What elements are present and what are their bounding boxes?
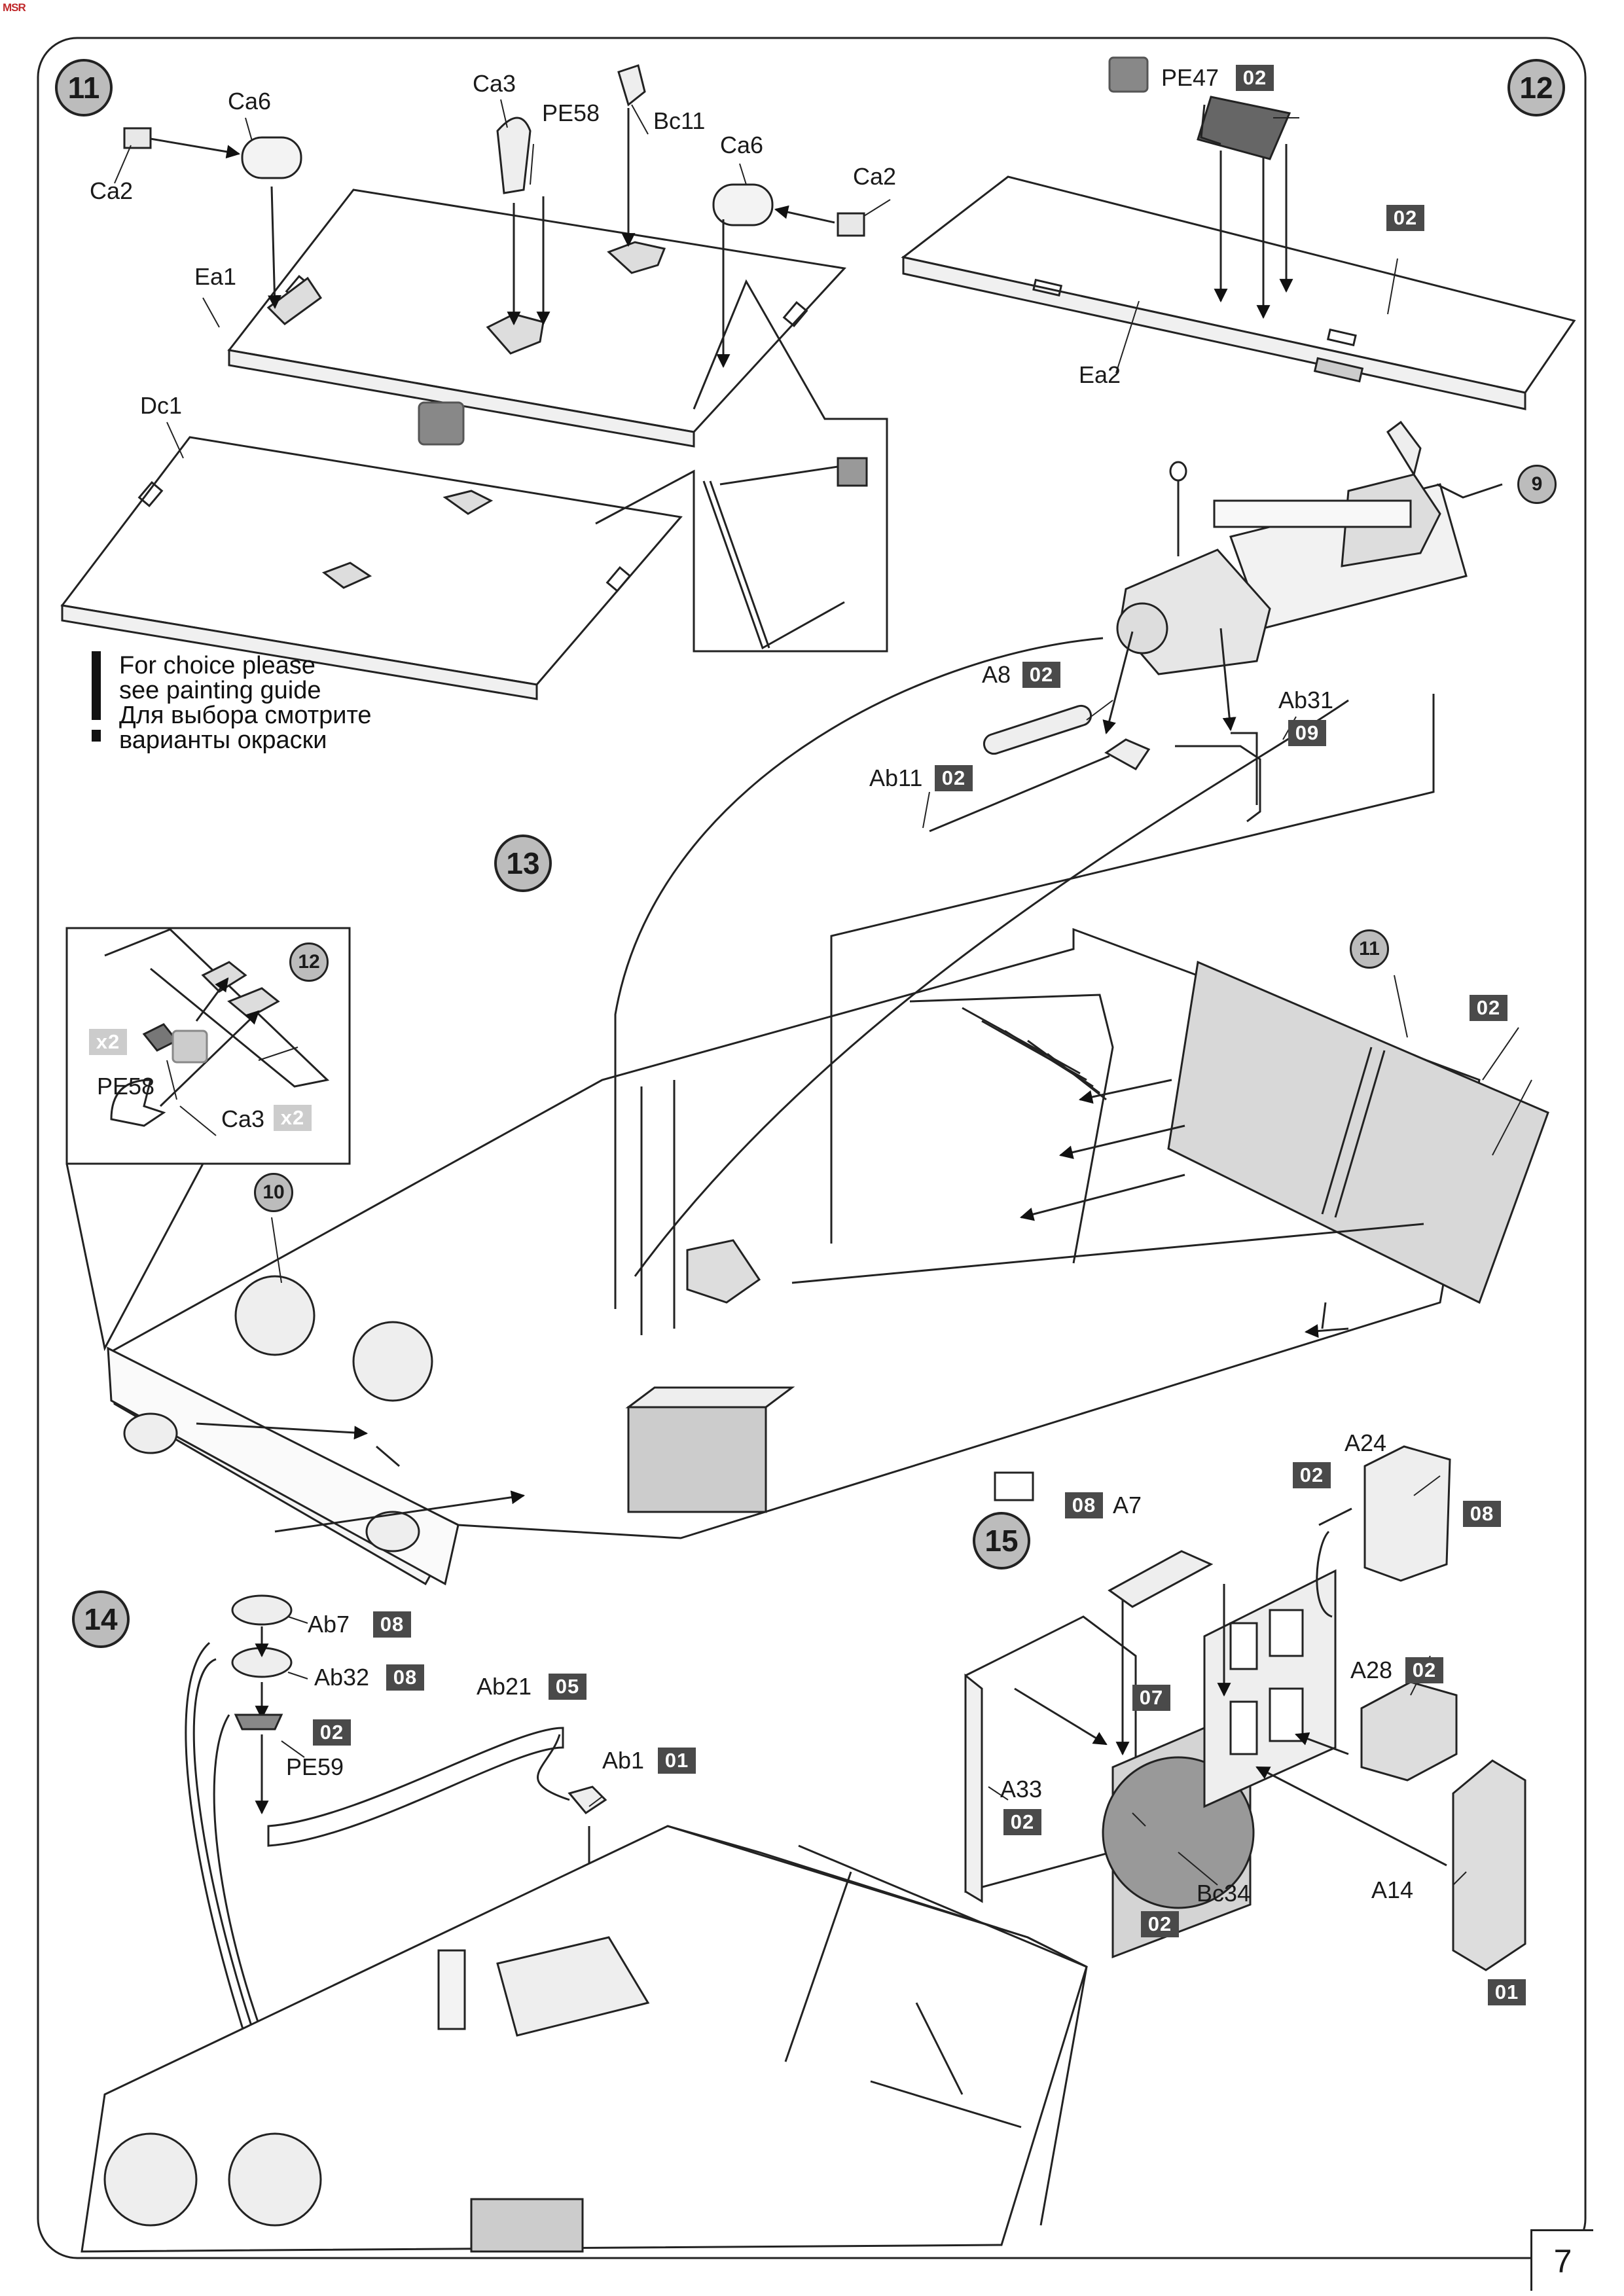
color-code-badge: 08	[1065, 1492, 1103, 1518]
step-number-12: 12	[1507, 59, 1565, 117]
step-number-11: 11	[55, 59, 113, 117]
part-label-pe58: PE58	[97, 1073, 155, 1100]
part-label-ab7: Ab7	[308, 1611, 350, 1638]
part-label-a7: A7	[1113, 1492, 1142, 1518]
step-11-art	[60, 64, 888, 700]
color-code-badge: 05	[549, 1674, 586, 1700]
color-code-badge: 02	[313, 1719, 351, 1746]
page-frame	[37, 37, 1587, 2259]
color-code-badge: 02	[1141, 1911, 1179, 1937]
part-label-ab21: Ab21	[477, 1673, 532, 1700]
quantity-multiplier-badge: x2	[89, 1029, 127, 1055]
part-label-ca2: Ca2	[853, 163, 897, 190]
color-code-badge: 02	[1293, 1462, 1331, 1488]
color-code-badge: 07	[1132, 1685, 1170, 1711]
reference-step-9: 9	[1517, 465, 1557, 504]
part-label-dc1: Dc1	[140, 392, 183, 419]
color-code-badge: 08	[386, 1664, 424, 1691]
color-code-badge: 09	[1288, 720, 1326, 746]
step-number-15: 15	[973, 1512, 1030, 1570]
part-label-ca2: Ca2	[90, 177, 134, 204]
part-label-a28: A28	[1350, 1657, 1393, 1683]
step-15-art	[964, 1445, 1526, 1971]
reference-step-10: 10	[254, 1173, 293, 1212]
page-number: 7	[1530, 2229, 1593, 2291]
part-label-ca6: Ca6	[228, 88, 272, 115]
step-12-art	[901, 56, 1576, 410]
part-label-ab32: Ab32	[314, 1664, 370, 1691]
choice-note-line: For choice please	[119, 652, 316, 679]
part-label-ca6: Ca6	[720, 132, 764, 158]
part-label-ca3: Ca3	[221, 1105, 265, 1132]
step-13-art	[65, 637, 1549, 1586]
part-label-bc11: Bc11	[653, 107, 706, 134]
part-label-a14: A14	[1371, 1876, 1414, 1903]
step-14-art	[81, 1594, 1088, 2253]
color-code-badge: 01	[1488, 1979, 1526, 2005]
part-label-ea1: Ea1	[194, 263, 237, 290]
part-label-a33: A33	[1000, 1776, 1043, 1803]
choice-note-line: варианты окраски	[119, 726, 327, 754]
part-label-bc34: Bc34	[1197, 1880, 1251, 1907]
quantity-multiplier-badge: x2	[274, 1105, 312, 1131]
color-code-badge: 02	[1022, 662, 1060, 688]
part-label-ab31: Ab31	[1278, 687, 1334, 713]
part-label-pe58: PE58	[542, 99, 600, 126]
part-label-ab11: Ab11	[869, 764, 923, 791]
engine-assembly-art	[929, 420, 1503, 833]
reference-step-12: 12	[289, 942, 329, 982]
choice-note-line: see painting guide	[119, 677, 321, 704]
label-leaders	[114, 99, 1532, 1886]
color-code-badge: 02	[1236, 65, 1274, 91]
color-code-badge: 08	[373, 1611, 411, 1638]
color-code-badge: 02	[1470, 995, 1507, 1021]
part-label-pe59: PE59	[286, 1753, 344, 1780]
part-label-ca3: Ca3	[473, 70, 516, 97]
color-code-badge: 02	[935, 765, 973, 791]
reference-step-11: 11	[1350, 929, 1389, 969]
step-number-14: 14	[72, 1590, 130, 1648]
part-label-pe47: PE47	[1161, 64, 1219, 91]
color-code-badge: 08	[1463, 1501, 1501, 1527]
part-label-a8: A8	[982, 661, 1011, 688]
publisher-logo: MSR	[3, 1, 26, 14]
step-number-13: 13	[494, 834, 552, 892]
part-label-ea2: Ea2	[1079, 361, 1121, 388]
color-code-badge: 01	[658, 1748, 696, 1774]
color-code-badge: 02	[1003, 1809, 1041, 1835]
color-code-badge: 02	[1405, 1657, 1443, 1683]
part-label-ab1: Ab1	[602, 1747, 645, 1774]
color-code-badge: 02	[1386, 205, 1424, 231]
warning-exclamation-icon	[92, 651, 101, 742]
choice-note-line: Для выбора смотрите	[119, 702, 372, 729]
part-label-a24: A24	[1344, 1429, 1387, 1456]
